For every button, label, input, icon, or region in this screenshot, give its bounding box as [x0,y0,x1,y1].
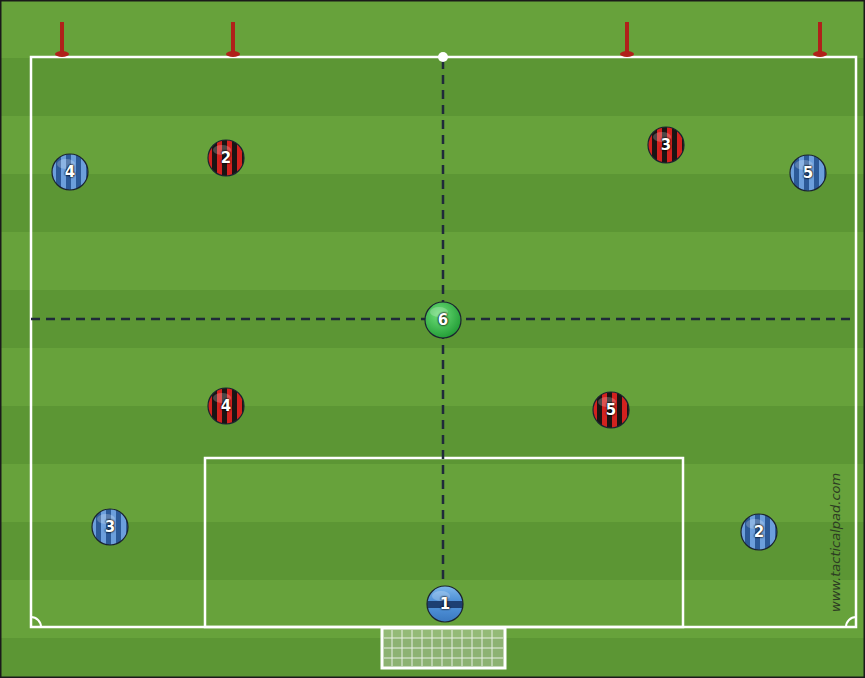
marker-poles [55,22,827,57]
player-marker: 5 [789,154,827,192]
player-number: 4 [65,165,75,180]
player-number: 2 [221,151,231,166]
player-marker: 2 [207,139,245,177]
centre-dot [438,52,448,62]
player-marker: 5 [592,391,630,429]
watermark: www.tacticalpad.com [828,473,843,612]
player-number: 4 [221,399,231,414]
player-marker: 1 [426,585,464,623]
player-marker: 3 [647,126,685,164]
player-number: 6 [438,313,448,328]
player-number: 3 [661,138,671,153]
player-number: 5 [606,403,616,418]
player-marker: 4 [51,153,89,191]
goal [382,628,505,668]
player-number: 2 [754,525,764,540]
player-number: 1 [440,597,450,612]
player-marker: 2 [740,513,778,551]
player-number: 5 [803,166,813,181]
player-marker: 6 [424,301,462,339]
player-marker: 4 [207,387,245,425]
player-marker: 3 [91,508,129,546]
player-number: 3 [105,520,115,535]
